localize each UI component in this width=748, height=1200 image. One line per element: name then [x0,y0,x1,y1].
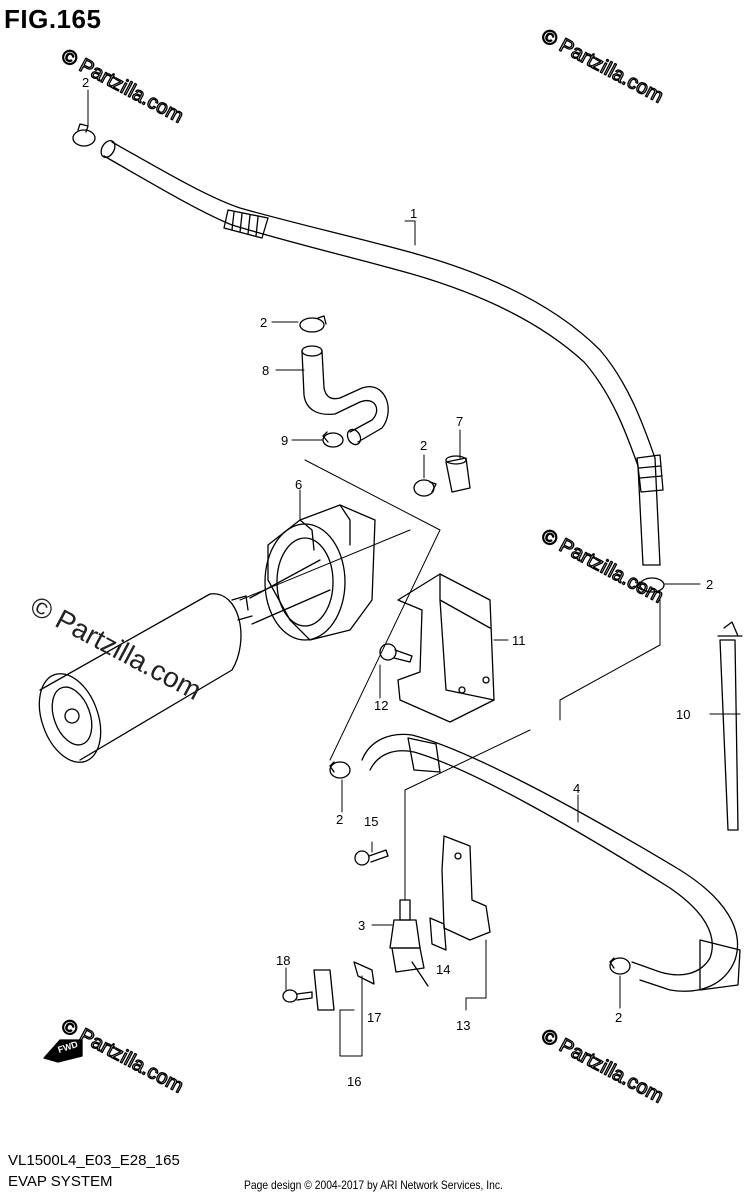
callout-number: 14 [436,962,450,977]
watermark-text: © Partzilla.com [58,45,187,128]
callout-number: 11 [512,633,526,648]
callout-number: 8 [262,363,269,378]
valve-part-3 [389,899,429,987]
callout-number: 3 [358,918,365,933]
callout-number: 2 [260,315,267,330]
callout-number: 16 [347,1074,361,1089]
figure-title: FIG.165 [4,4,102,34]
callout-number: 2 [706,577,713,592]
tie-part-10 [717,621,743,831]
clamp-part-2 [413,479,437,497]
clamp-part-9 [322,431,344,448]
canister-assembly [38,559,331,763]
screw-part-18 [282,989,313,1003]
callout-number: 15 [364,814,378,829]
watermark-group: © Partzilla.com © Partzilla.com © Partzi… [57,24,668,1108]
callout-number: 2 [336,812,343,827]
bolt-part-15 [354,849,389,866]
callout-number: 17 [367,1010,381,1025]
bracket-part-13 [429,835,491,951]
page-credit: Page design © 2004-2017 by ARI Network S… [244,1178,503,1192]
tube-part-7 [445,455,471,493]
clamp-part-2 [299,315,327,333]
callout-number: 13 [456,1018,470,1033]
bracket-part-6 [264,504,376,641]
callout-number: 9 [281,433,288,448]
bolt-part-12 [379,643,413,663]
callout-number: 7 [456,414,463,429]
callout-leaders [87,89,741,1057]
callout-number: 18 [276,953,290,968]
leader-lines [239,459,661,901]
callout-number: 1 [410,206,417,221]
cover-part-11 [397,573,495,723]
hose-part-1 [100,139,664,566]
section-name: EVAP SYSTEM [8,1173,113,1190]
clamp-part-2 [609,957,631,975]
callout-number: 12 [374,698,388,713]
callout-number: 2 [615,1010,622,1025]
callout-labels: 2 1 2 8 9 2 7 6 2 10 11 12 2 4 3 15 2 18… [82,75,713,1089]
clamp-part-16 [313,961,375,1011]
watermark-text: © Partzilla.com [538,1025,667,1108]
clamp-part-2 [635,577,665,593]
callout-number: 2 [420,438,427,453]
clamp-part-2 [329,761,351,779]
callout-number: 6 [295,477,302,492]
watermark-text: © Partzilla.com [538,525,667,608]
model-code: VL1500L4_E03_E28_165 [8,1152,180,1169]
callout-number: 4 [573,781,580,796]
callout-number: 2 [82,75,89,90]
watermark-text: © Partzilla.com [538,25,667,108]
fwd-arrow-icon: FWD [43,1039,83,1063]
callout-number: 10 [676,707,690,722]
clamp-part-2 [72,123,96,147]
hose-part-4 [361,733,741,992]
hose-part-8 [301,345,389,446]
